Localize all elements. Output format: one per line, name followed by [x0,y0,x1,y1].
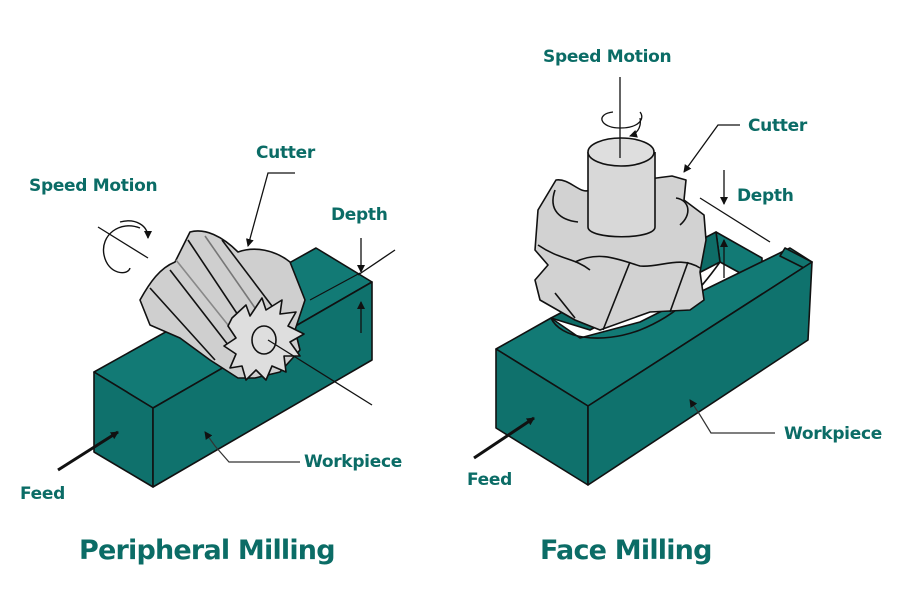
peripheral-cutter-label: Cutter [256,143,315,163]
face-cutter-label: Cutter [748,116,807,136]
face-milling-figure [473,77,813,486]
face-speed-motion-arrow-icon [601,111,643,129]
peripheral-depth-label: Depth [331,205,388,225]
face-workpiece-label: Workpiece [784,424,882,444]
peripheral-workpiece-label: Workpiece [304,452,402,472]
face-feed-label: Feed [467,470,512,490]
peripheral-feed-label: Feed [20,484,65,504]
peripheral-milling-title: Peripheral Milling [79,535,336,566]
face-milling-title: Face Milling [540,535,712,566]
face-workpiece-side [587,261,813,486]
face-cutter [534,137,707,331]
peripheral-speed-motion-arrow-icon [102,225,141,274]
peripheral-feed-arrow-icon [57,430,119,472]
peripheral-milling-figure [57,172,396,488]
peripheral-cutter [139,230,306,381]
face-feed-arrow-icon [473,416,535,460]
face-depth-label: Depth [737,186,794,206]
face-speed-motion-label: Speed Motion [543,47,672,67]
peripheral-speed-motion-label: Speed Motion [29,176,158,196]
